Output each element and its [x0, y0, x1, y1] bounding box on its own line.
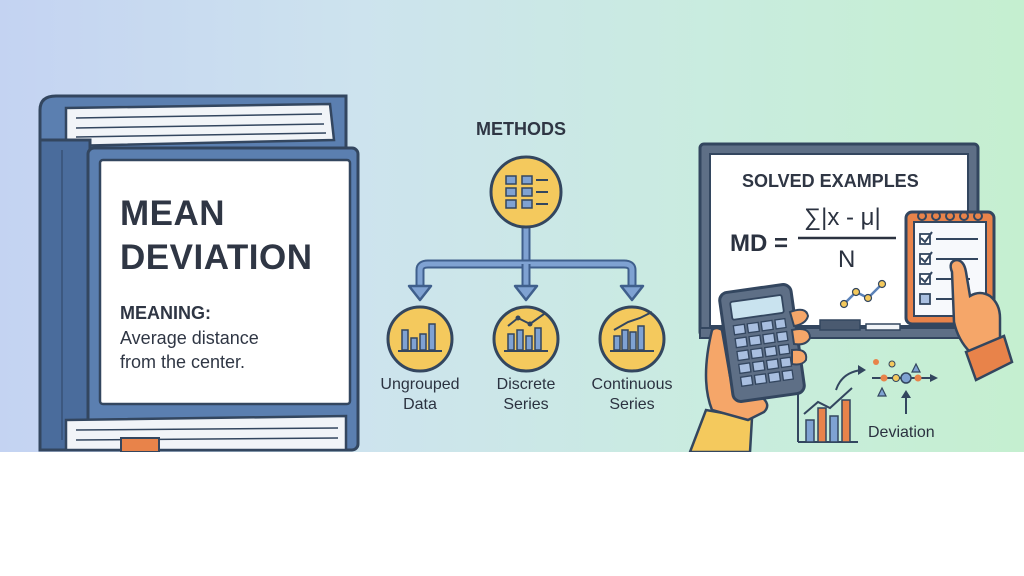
- book-title-line1: MEAN: [120, 194, 226, 233]
- method-label-line1: Continuous: [591, 376, 673, 393]
- calculator-icon: [688, 283, 812, 452]
- book-title-line2: DEVIATION: [120, 238, 313, 277]
- method-label-line1: Discrete: [496, 376, 556, 393]
- line-bar-chart-icon: [492, 305, 560, 373]
- method-label-line1: Ungrouped: [380, 376, 460, 393]
- method-label-ungrouped: Ungrouped Data: [370, 375, 470, 415]
- method-label-line2: Data: [403, 396, 437, 413]
- formula-lhs: MD =: [730, 230, 789, 257]
- meaning-text-line1: Average distance: [120, 328, 259, 348]
- bar-chart-icon: [386, 305, 454, 373]
- arrow-right-icon: [858, 365, 866, 375]
- meaning-text-line2: from the center.: [120, 352, 246, 372]
- examples-heading: SOLVED EXAMPLES: [742, 171, 919, 191]
- histogram-trend-icon: [598, 305, 666, 373]
- pointing-hand-icon: [949, 258, 1014, 382]
- method-label-continuous: Continuous Series: [582, 375, 682, 415]
- methods-diagram: [386, 155, 666, 373]
- arrow-up-icon: [901, 390, 911, 398]
- infographic-stage: MEAN DEVIATION MEANING: Average distance…: [0, 0, 1024, 452]
- methods-tree-icon: [489, 155, 563, 229]
- formula-numerator: ∑|x - μ|: [804, 204, 881, 231]
- method-label-line2: Series: [503, 396, 549, 413]
- meaning-label: MEANING:: [120, 303, 211, 323]
- book-illustration: [38, 94, 360, 452]
- method-label-discrete: Discrete Series: [476, 375, 576, 415]
- arrow-right-icon: [930, 374, 938, 382]
- method-label-line2: Series: [609, 396, 655, 413]
- arrow-down-icon: [619, 284, 645, 302]
- methods-heading: METHODS: [476, 119, 566, 139]
- arrow-down-icon: [407, 284, 433, 302]
- arrow-down-icon: [513, 284, 539, 302]
- formula-denominator: N: [838, 246, 856, 273]
- illustration: [38, 94, 1014, 452]
- page-margin-bottom: [0, 452, 1024, 576]
- deviation-chart-icon: [797, 359, 938, 443]
- deviation-label: Deviation: [868, 424, 935, 441]
